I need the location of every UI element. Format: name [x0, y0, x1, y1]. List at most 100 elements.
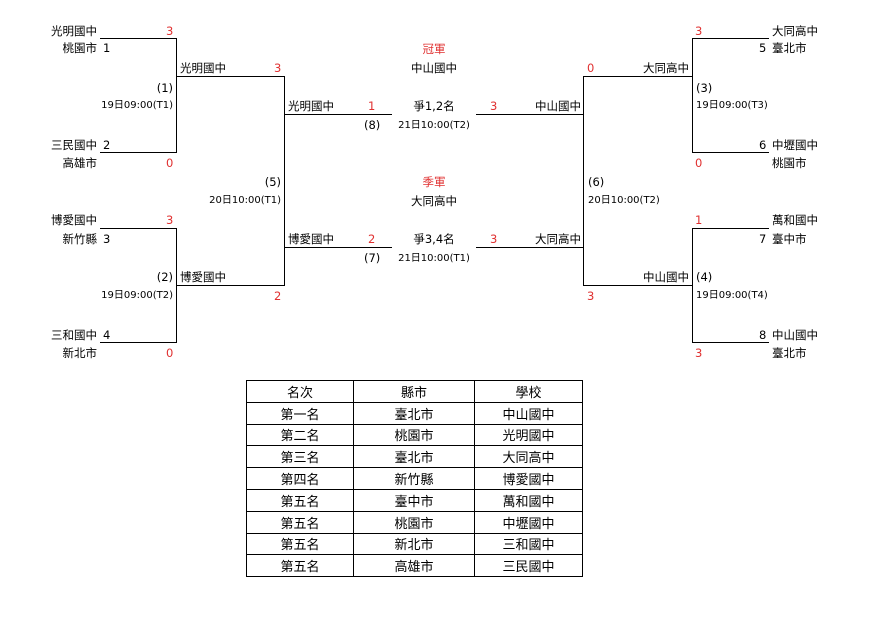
team-score: 3 — [166, 24, 174, 38]
bracket-line — [583, 76, 693, 77]
match-time: 20日10:00(T1) — [209, 195, 281, 206]
rank-cell: 第五名 — [246, 532, 354, 556]
team-city: 桃園市 — [62, 41, 98, 55]
third-place-match-title: 爭3,4名 — [413, 232, 455, 246]
bracket-line — [284, 76, 285, 286]
team-seed: 2 — [103, 138, 111, 152]
bracket-line — [476, 114, 584, 115]
team-city: 臺中市 — [772, 232, 807, 246]
team-seed: 4 — [103, 328, 111, 342]
match-winner: 博愛國中 — [180, 270, 226, 284]
table-row: 第三名 臺北市 大同高中 — [246, 445, 583, 469]
team-seed: 1 — [103, 41, 111, 55]
match-time: 20日10:00(T2) — [588, 195, 660, 206]
table-row: 第五名 桃園市 中壢國中 — [246, 510, 583, 534]
match-winner: 大同高中 — [535, 232, 581, 246]
match-label: (8) — [364, 118, 381, 132]
bracket-line — [176, 76, 285, 77]
bracket-line — [100, 152, 177, 153]
school-cell: 光明國中 — [474, 423, 583, 447]
team-name: 三民國中 — [51, 138, 97, 152]
match-label: (7) — [364, 251, 381, 265]
team-score: 0 — [695, 156, 703, 170]
match-label: (3) — [696, 81, 713, 95]
team-city: 高雄市 — [62, 156, 98, 170]
match-winner: 博愛國中 — [288, 232, 334, 246]
school-cell: 大同高中 — [474, 445, 583, 469]
third-place-team: 大同高中 — [411, 194, 457, 208]
champion-label: 冠軍 — [422, 42, 446, 56]
rank-cell: 第二名 — [246, 423, 354, 447]
match-score: 0 — [587, 61, 595, 75]
champion-team: 中山國中 — [411, 61, 457, 75]
team-city: 新竹縣 — [62, 232, 98, 246]
match-winner: 光明國中 — [288, 99, 334, 113]
school-cell: 博愛國中 — [474, 467, 583, 490]
bracket-line — [176, 285, 285, 286]
bracket-line — [476, 247, 584, 248]
team-score: 0 — [166, 156, 174, 170]
team-seed: 7 — [759, 232, 767, 246]
bracket-line — [100, 228, 177, 229]
school-cell: 三民國中 — [474, 554, 583, 578]
school-cell: 中山國中 — [474, 401, 583, 425]
third-place-label: 季軍 — [422, 175, 446, 189]
rank-cell: 第三名 — [246, 445, 354, 469]
city-cell: 桃園市 — [353, 510, 475, 534]
team-score: 1 — [695, 213, 703, 227]
city-cell: 高雄市 — [353, 554, 475, 578]
match-time: 19日09:00(T4) — [696, 290, 768, 301]
table-row: 第四名 新竹縣 博愛國中 — [246, 467, 583, 490]
match-label: (1) — [156, 81, 173, 95]
team-city: 桃園市 — [772, 156, 807, 170]
bracket-line — [176, 38, 177, 153]
match-winner: 光明國中 — [180, 61, 226, 75]
city-cell: 新竹縣 — [353, 467, 475, 490]
team-city: 臺北市 — [772, 41, 807, 55]
rank-cell: 第五名 — [246, 488, 354, 512]
team-score: 3 — [695, 24, 703, 38]
city-cell: 臺中市 — [353, 488, 475, 512]
match-time: 21日10:00(T2) — [398, 120, 470, 131]
match-time: 21日10:00(T1) — [398, 253, 470, 264]
team-name: 萬和國中 — [772, 213, 818, 227]
team-name: 中山國中 — [772, 328, 818, 342]
city-cell: 臺北市 — [353, 401, 475, 425]
team-seed: 8 — [759, 328, 767, 342]
team-name: 中壢國中 — [772, 138, 818, 152]
team-score: 3 — [166, 213, 174, 227]
table-row: 第一名 臺北市 中山國中 — [246, 401, 583, 425]
match-label: (5) — [264, 175, 281, 189]
team-seed: 5 — [759, 41, 767, 55]
city-cell: 臺北市 — [353, 445, 475, 469]
match-time: 19日09:00(T2) — [101, 290, 173, 301]
table-row: 第五名 高雄市 三民國中 — [246, 554, 583, 578]
bracket-line — [692, 38, 769, 39]
team-name: 光明國中 — [51, 24, 97, 38]
match-winner: 中山國中 — [535, 99, 581, 113]
team-name: 大同高中 — [772, 24, 818, 38]
table-row: 第五名 臺中市 萬和國中 — [246, 488, 583, 512]
school-cell: 中壢國中 — [474, 510, 583, 534]
team-seed: 6 — [759, 138, 767, 152]
table-row: 第五名 新北市 三和國中 — [246, 532, 583, 556]
match-score: 3 — [587, 289, 595, 303]
team-name: 三和國中 — [51, 328, 97, 342]
table-row: 第二名 桃園市 光明國中 — [246, 423, 583, 447]
match-winner: 大同高中 — [643, 61, 689, 75]
school-cell: 萬和國中 — [474, 488, 583, 512]
bracket-line — [100, 38, 177, 39]
bracket-line — [100, 342, 177, 343]
city-cell: 新北市 — [353, 532, 475, 556]
school-cell: 三和國中 — [474, 532, 583, 556]
final-title: 爭1,2名 — [413, 99, 455, 113]
table-header-row: 名次 縣市 學校 — [246, 380, 583, 403]
column-header-school: 學校 — [474, 380, 583, 403]
team-seed: 3 — [103, 232, 111, 246]
column-header-rank: 名次 — [246, 380, 354, 403]
bracket-line — [692, 228, 693, 343]
bracket-line — [583, 76, 584, 286]
bracket-line — [692, 38, 693, 153]
match-label: (2) — [156, 270, 173, 284]
ranking-table: 名次 縣市 學校 第一名 臺北市 中山國中 第二名 桃園市 光明國中 第三名 臺… — [246, 380, 583, 578]
